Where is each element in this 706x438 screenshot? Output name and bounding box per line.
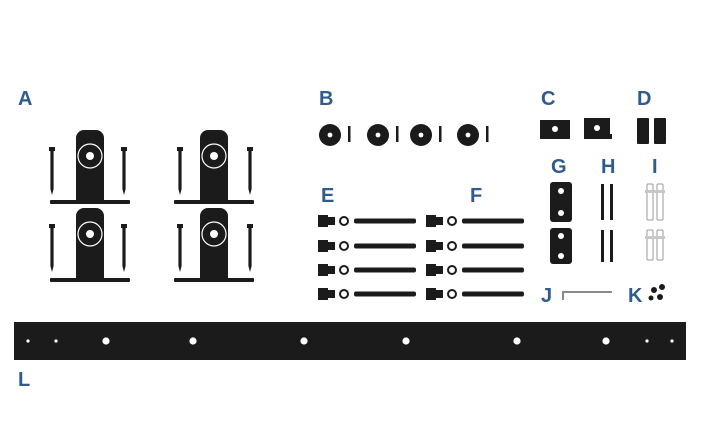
label-j: J <box>541 285 553 307</box>
label-h: H <box>601 156 616 178</box>
hanger-bottom-right <box>173 207 255 283</box>
label-l: L <box>18 369 31 391</box>
wall-anchors <box>645 183 665 261</box>
label-k: K <box>628 285 643 307</box>
spacer-bolts-e <box>317 214 417 301</box>
hanger-set <box>49 129 255 283</box>
label-a: A <box>18 88 33 110</box>
wheel-set <box>319 124 489 146</box>
label-g: G <box>551 156 567 178</box>
label-d: D <box>637 88 652 110</box>
hanger-top-left <box>49 129 131 205</box>
stoppers <box>637 118 666 144</box>
label-e: E <box>321 185 335 207</box>
hanger-bottom-left <box>49 207 131 283</box>
spacer-bolts-f <box>425 214 525 301</box>
label-c: C <box>541 88 556 110</box>
small-parts <box>648 284 665 301</box>
hex-key <box>562 291 612 300</box>
label-i: I <box>652 156 658 178</box>
guide-screws <box>601 184 613 262</box>
label-b: B <box>319 88 334 110</box>
label-f: F <box>470 185 483 207</box>
track-rail <box>14 322 686 360</box>
floor-guides <box>550 182 572 264</box>
hanger-top-right <box>173 129 255 205</box>
anti-jump-brackets <box>540 118 612 139</box>
